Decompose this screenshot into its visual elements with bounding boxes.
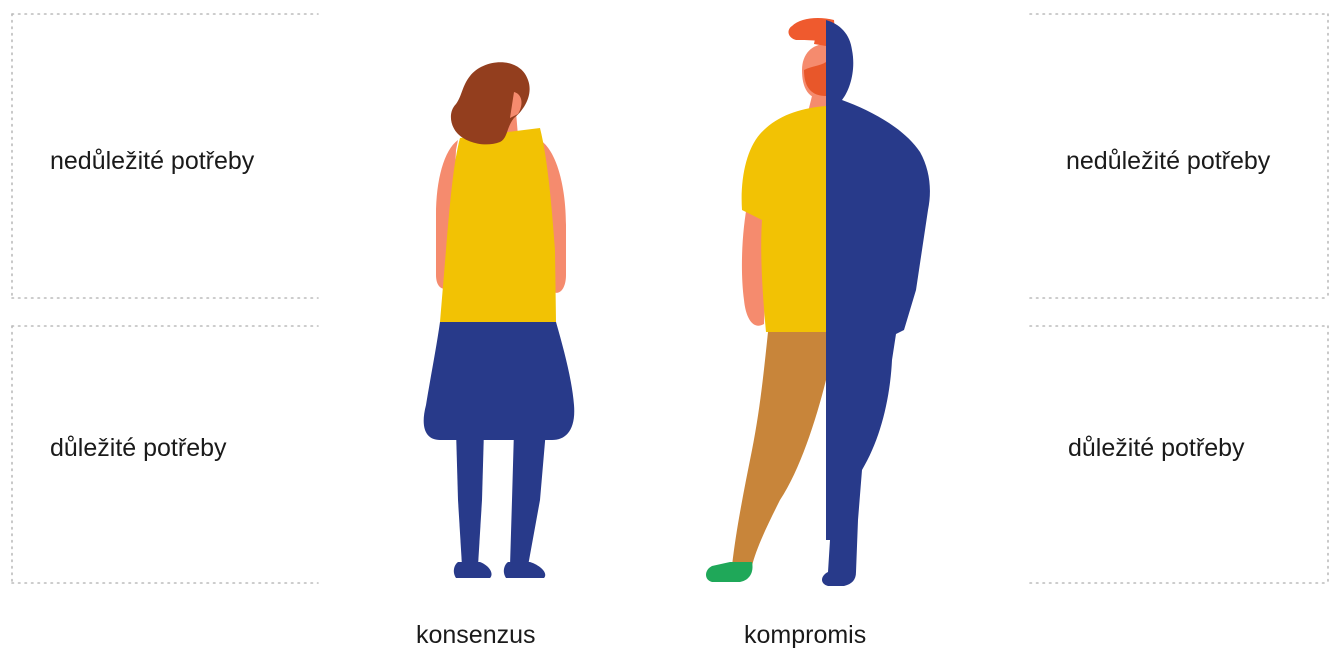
man-figure [706,18,930,586]
woman-caption: konsenzus [416,623,536,648]
left-top-label: nedůležité potřeby [50,149,254,174]
man-caption: kompromis [744,623,866,648]
right-bottom-label: důležité potřeby [1068,436,1245,461]
woman-figure [424,62,575,578]
right-top-label: nedůležité potřeby [1066,149,1270,174]
left-bottom-label: důležité potřeby [50,436,227,461]
